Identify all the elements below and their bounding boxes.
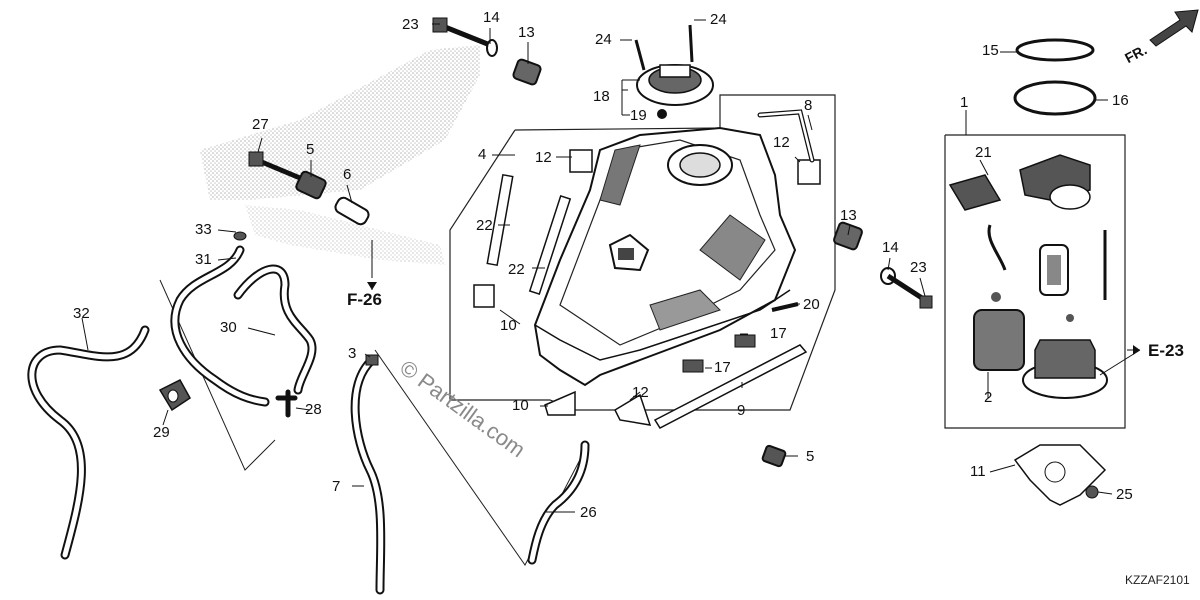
pump-group-box: [944, 134, 1126, 429]
fittings: [158, 231, 379, 418]
callout-16: 16: [1112, 92, 1129, 109]
callout-14: 14: [483, 9, 500, 26]
callout-13: 13: [840, 207, 857, 224]
callout-10: 10: [500, 317, 517, 334]
fuel-cap-assembly: [634, 24, 714, 119]
callout-30: 30: [220, 319, 237, 336]
callout-28: 28: [305, 401, 322, 418]
callout-3: 3: [348, 345, 357, 362]
callout-12: 12: [773, 134, 790, 151]
callout-8: 8: [804, 97, 813, 114]
callout-5: 5: [306, 141, 315, 158]
tank-group-box: [449, 94, 836, 411]
callout-24: 24: [710, 11, 727, 28]
callout-2: 2: [984, 389, 993, 406]
callout-7: 7: [332, 478, 341, 495]
front-arrow-icon: [1149, 9, 1199, 47]
f26-arrow-icon: [367, 282, 377, 290]
callout-6: 6: [343, 166, 352, 183]
callout-12: 12: [535, 149, 552, 166]
hose-group-b: [374, 349, 586, 566]
fuel-tank: [533, 126, 797, 387]
callout-4: 4: [478, 146, 487, 163]
hoses: [27, 245, 590, 595]
callout-29: 29: [153, 424, 170, 441]
callout-17: 17: [770, 325, 787, 342]
callout-25: 25: [1116, 486, 1133, 503]
callout-13: 13: [518, 24, 535, 41]
drain-grommet: [761, 444, 787, 468]
callout-14: 14: [882, 239, 899, 256]
e23-arrow-icon: [1133, 345, 1140, 355]
callout-11: 11: [970, 463, 986, 480]
callout-24: 24: [595, 31, 612, 48]
callout-32: 32: [73, 305, 90, 322]
callout-26: 26: [580, 504, 597, 521]
callout-22: 22: [476, 217, 493, 234]
callout-1: 1: [960, 94, 969, 111]
mount-bolt-right: [833, 221, 933, 309]
frame-area-shading-lower: [245, 205, 445, 265]
reference-f26: F-26: [347, 290, 382, 309]
callout-33: 33: [195, 221, 212, 238]
frame-area-shading: [200, 45, 480, 200]
callout-9: 9: [737, 402, 746, 419]
diagram-code: KZZAF2101: [1125, 573, 1190, 587]
hose-group-a: [159, 279, 276, 471]
callout-12: 12: [632, 384, 649, 401]
callout-5: 5: [806, 448, 815, 465]
callout-17: 17: [714, 359, 731, 376]
callout-19: 19: [630, 107, 647, 124]
callout-21: 21: [975, 144, 992, 161]
callout-20: 20: [803, 296, 820, 313]
fuel-pump-assembly: [948, 38, 1108, 506]
callout-31: 31: [195, 251, 212, 268]
rear-mount-bolt: [248, 151, 370, 226]
callout-23: 23: [402, 16, 419, 33]
callout-18: 18: [593, 88, 610, 105]
callout-15: 15: [982, 42, 999, 59]
tank-pads: [473, 109, 821, 429]
callout-23: 23: [910, 259, 927, 276]
callout-10: 10: [512, 397, 529, 414]
callout-27: 27: [252, 116, 269, 133]
callout-22: 22: [508, 261, 525, 278]
reference-e23: E-23: [1148, 341, 1184, 360]
